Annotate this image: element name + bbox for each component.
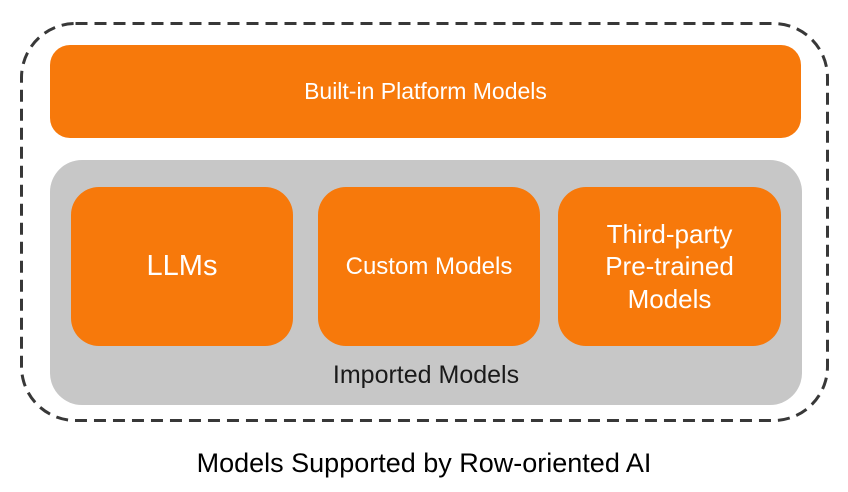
diagram-caption-text: Models Supported by Row-oriented AI (196, 448, 652, 478)
third-party-pretrained-models-label: Third-party Pre-trained Models (605, 218, 734, 314)
imported-models-label-text: Imported Models (332, 361, 520, 389)
imported-models-group: LLMs Custom Models Third-party Pre-train… (50, 160, 802, 405)
custom-models-box: Custom Models (318, 187, 540, 346)
llms-label: LLMs (146, 250, 218, 282)
diagram-caption: Models Supported by Row-oriented AI (0, 448, 848, 479)
dashed-border (20, 22, 829, 422)
llms-box: LLMs (71, 187, 293, 346)
imported-models-group-label: Imported Models (50, 346, 802, 405)
third-party-pretrained-models-box: Third-party Pre-trained Models (558, 187, 781, 346)
built-in-platform-models-box: Built-in Platform Models (50, 45, 801, 138)
custom-models-label: Custom Models (345, 252, 513, 280)
built-in-platform-models-label: Built-in Platform Models (304, 78, 547, 104)
